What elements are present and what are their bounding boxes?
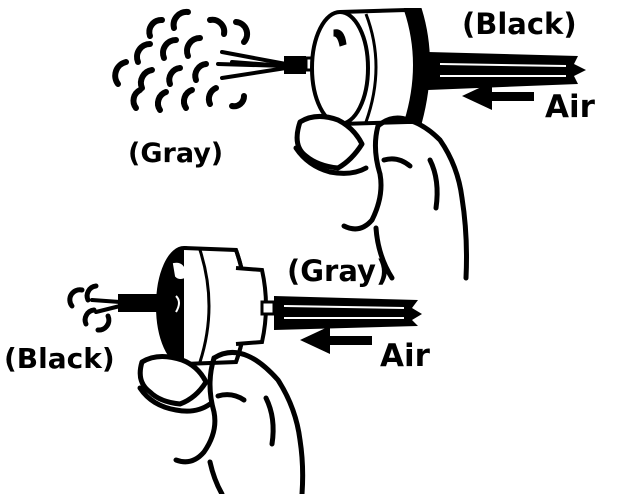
top-outlet-label: (Black) xyxy=(462,7,577,41)
bottom-air-arrow xyxy=(300,326,372,354)
top-air-label: Air xyxy=(545,89,595,125)
bottom-assembly xyxy=(67,246,422,494)
top-assembly xyxy=(112,7,586,281)
top-valve-body xyxy=(310,7,430,126)
bottom-exhaust-puff xyxy=(67,283,112,333)
top-inlet-hose xyxy=(428,52,586,90)
bottom-valve-body xyxy=(156,246,268,366)
bottom-outlet-label: (Gray) xyxy=(287,254,390,288)
top-exhaust-cloud xyxy=(112,8,251,113)
bottom-hand xyxy=(137,350,306,494)
top-hand xyxy=(293,114,469,281)
top-exhaust-label: (Gray) xyxy=(128,138,224,169)
bottom-exhaust-label: (Black) xyxy=(4,342,115,375)
top-spray-jets xyxy=(216,50,288,80)
bottom-inlet-hose xyxy=(260,296,422,330)
bottom-air-label: Air xyxy=(380,338,430,374)
bottom-spray-jets xyxy=(90,298,122,314)
bottom-nozzle xyxy=(118,294,164,312)
top-air-arrow xyxy=(462,82,534,110)
